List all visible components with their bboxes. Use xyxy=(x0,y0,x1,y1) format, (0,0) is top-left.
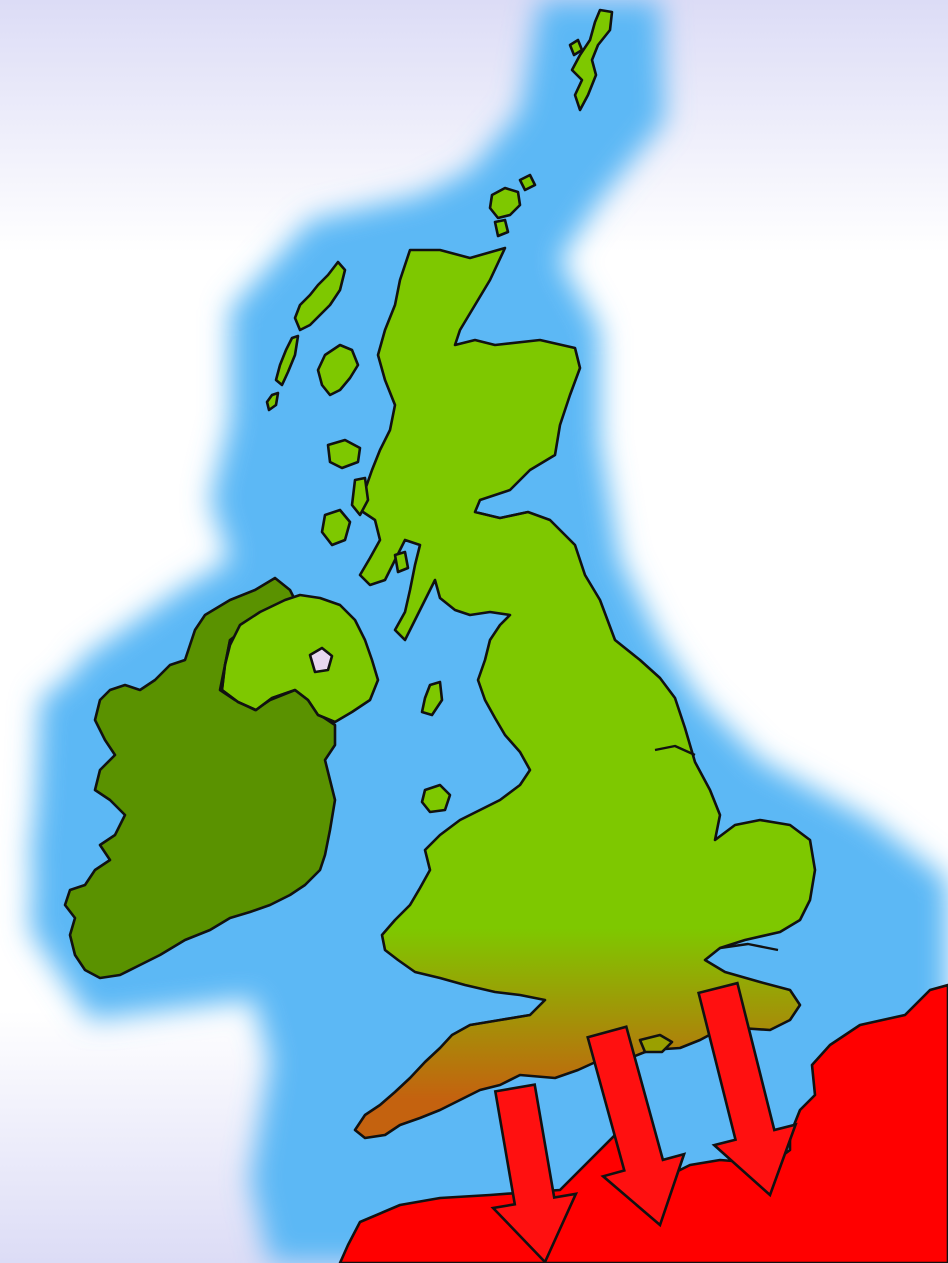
jura xyxy=(350,476,370,517)
down-arrow-icon xyxy=(697,981,798,1198)
islay xyxy=(320,508,352,547)
shetland xyxy=(568,8,614,112)
orkney-north xyxy=(518,173,537,192)
bristol-channel xyxy=(469,1013,531,1027)
orkney-mainland xyxy=(488,186,522,220)
inner-hebrides xyxy=(316,343,410,574)
outer-hebrides xyxy=(265,260,347,412)
isle-of-wight xyxy=(638,1033,674,1054)
barra xyxy=(265,391,280,412)
mull xyxy=(326,438,362,470)
lewis-and-harris xyxy=(293,260,347,332)
thames-estuary xyxy=(719,942,779,952)
down-arrow-icon xyxy=(490,1083,579,1263)
anglesey xyxy=(420,783,452,814)
down-arrow-icon xyxy=(586,1025,687,1228)
arran xyxy=(393,550,410,574)
orkney xyxy=(488,173,537,238)
shetland-mainland xyxy=(570,8,614,112)
ireland-border xyxy=(220,639,336,724)
shetland-islet xyxy=(568,38,584,57)
orkney-hoy xyxy=(493,218,510,238)
arrows-layer xyxy=(490,981,798,1263)
the-wash xyxy=(654,744,696,757)
isle-of-man xyxy=(420,680,444,717)
lough-neagh xyxy=(308,646,334,674)
skye xyxy=(316,343,360,397)
uist xyxy=(274,334,300,387)
firth-of-forth xyxy=(474,510,529,520)
great-britain xyxy=(353,246,817,1140)
